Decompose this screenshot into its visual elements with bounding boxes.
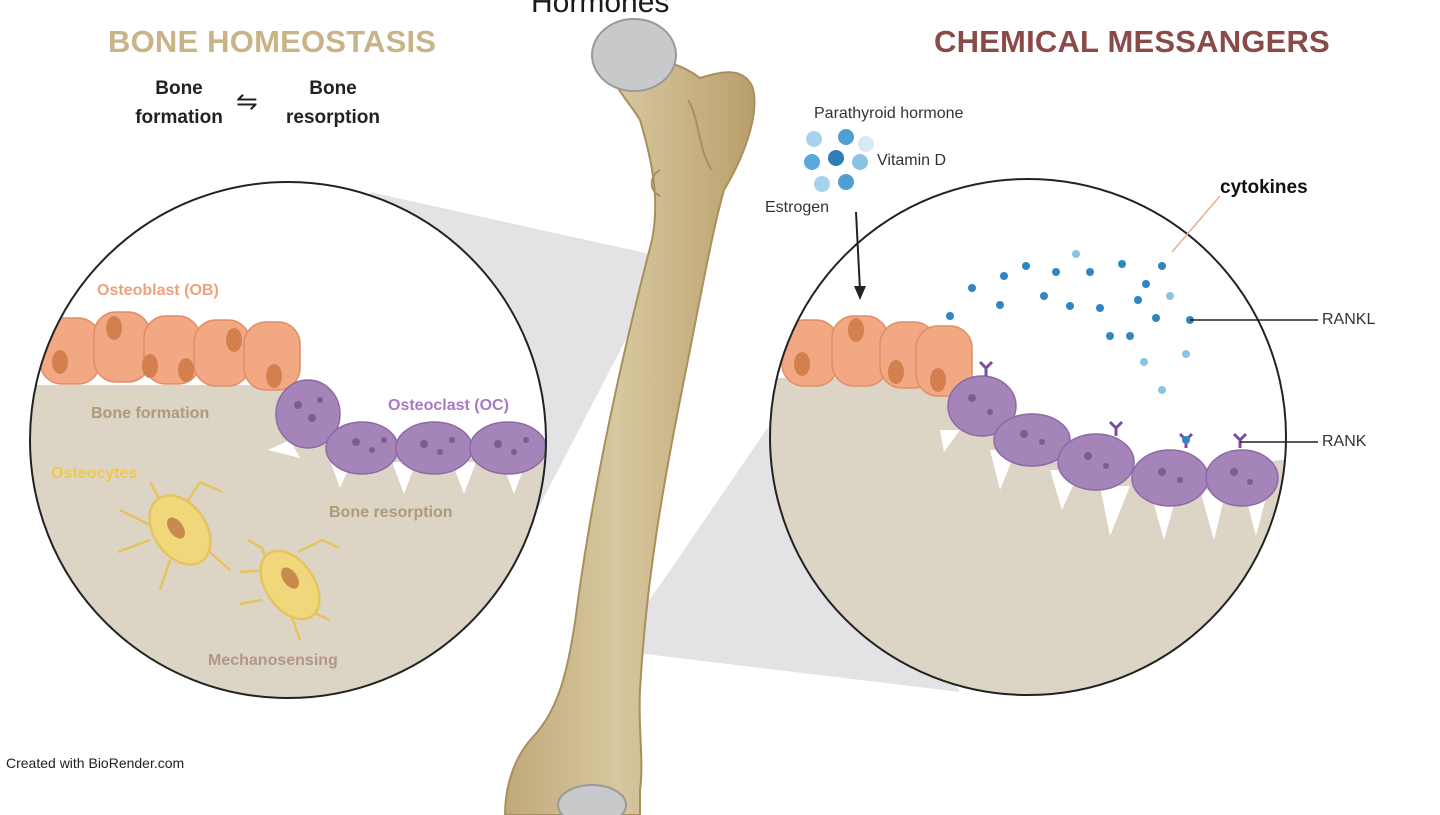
cytokine-dots: [946, 260, 1194, 444]
equilibrium-arrows-icon: ⇋: [236, 86, 258, 116]
estrogen-label: Estrogen: [765, 199, 830, 216]
estrogen-arrow: [854, 211, 866, 300]
femur-bone: [503, 18, 756, 815]
cytokines-leader: [1171, 195, 1221, 253]
biorender-credit: Created with BioRender.com: [6, 755, 185, 771]
rank-label: RANK: [1322, 433, 1367, 450]
osteoblast-label: Osteoblast (OB): [97, 282, 219, 299]
parathyroid-hormone-label: Parathyroid hormone: [814, 105, 964, 122]
bone-homeostasis-title: BONE HOMEOSTASIS: [108, 24, 437, 59]
osteoclast-label: Osteoclast (OC): [388, 397, 509, 414]
femur-condyle: [557, 784, 627, 815]
rankl-label: RANKL: [1322, 311, 1376, 328]
bone-resorption-zone-label: Bone resorption: [329, 504, 453, 521]
bone-resorption-label: Bone resorption: [286, 78, 380, 128]
osteoclast-cells: [275, 379, 546, 475]
bone-formation-label: Bone formation: [135, 78, 223, 128]
osteocytes-label: Osteocytes: [51, 465, 138, 482]
chemical-messangers-title: CHEMICAL MESSANGERS: [934, 24, 1330, 59]
mechanosensing-label: Mechanosensing: [208, 652, 338, 669]
femur-head: [591, 18, 677, 92]
bone-formation-zone-label: Bone formation: [91, 405, 210, 422]
top-heading-partial: Hormones: [531, 0, 670, 19]
vitamin-d-label: Vitamin D: [877, 152, 947, 169]
right-zoom-circle: [769, 178, 1287, 696]
osteoblast-cells: [39, 311, 301, 391]
cytokines-label: cytokines: [1220, 177, 1308, 198]
hormone-cluster: [804, 129, 874, 192]
left-zoom-circle: [29, 181, 547, 699]
